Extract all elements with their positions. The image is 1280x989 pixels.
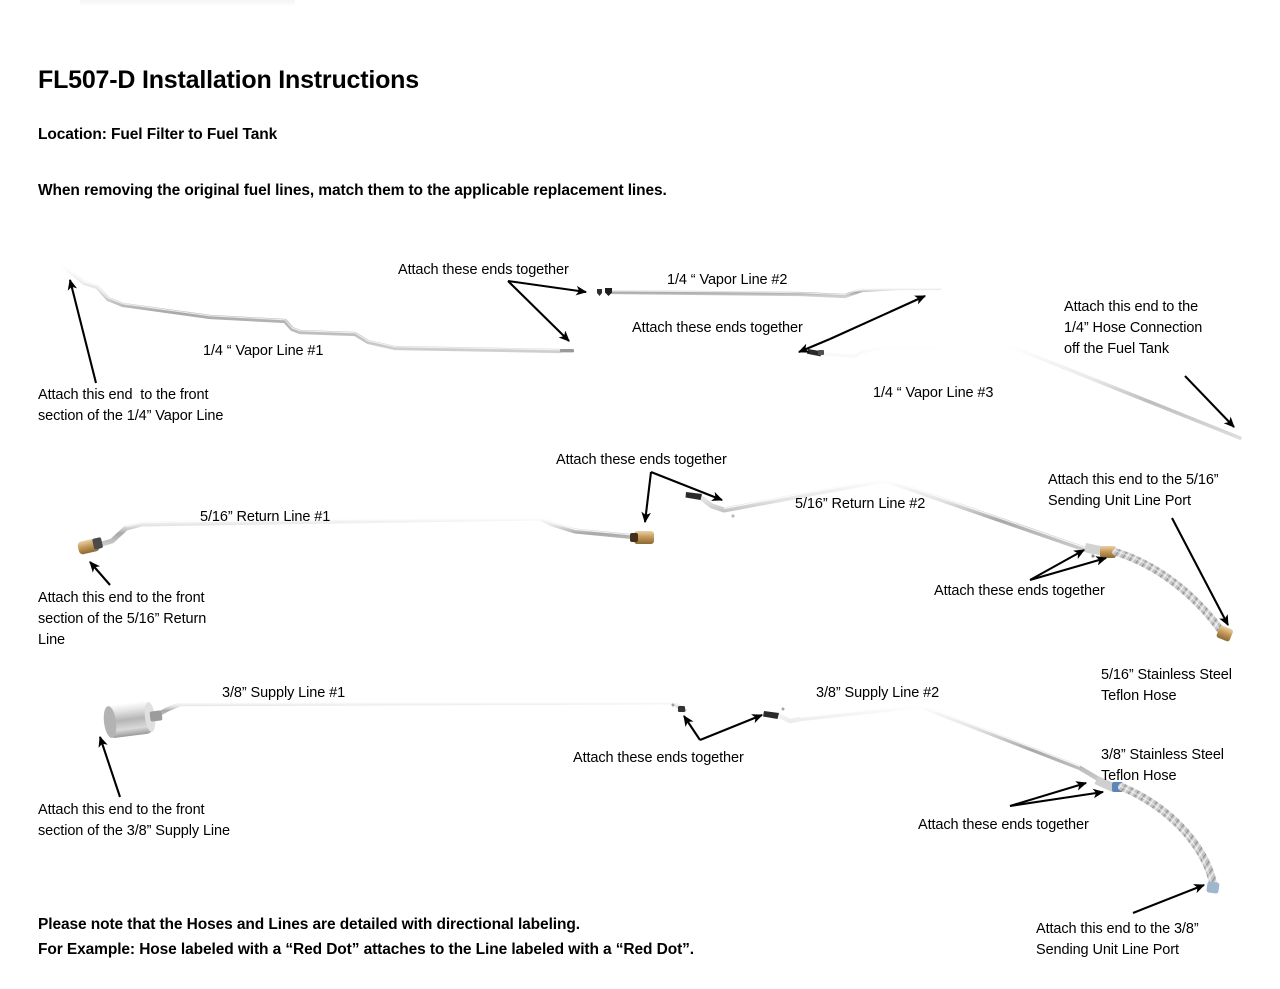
label-vapor-line-2: 1/4 “ Vapor Line #2 [667,272,788,288]
supply-line-1-right-fitting [671,703,685,712]
arrow-vapor-attach-2a [829,295,926,340]
arrow-supply-attach-1a [683,715,701,741]
teflon-hose-38-graphic [1118,783,1220,894]
footer-note-1: Please note that the Hoses and Lines are… [38,916,580,933]
location-line: Location: Fuel Filter to Fuel Tank [38,126,278,143]
arrow-return-attach-2a [1029,549,1085,581]
arrow-return-sending-unit [1171,517,1229,626]
callout-return-front: Attach this end to the front section of … [38,590,207,648]
arrow-return-front [89,561,111,586]
callout-return-sending-unit: Attach this end to the 5/16” Sending Uni… [1048,472,1219,509]
callout-vapor-tank: Attach this end to the 1/4” Hose Connect… [1064,299,1203,357]
return-line-1-graphic [77,515,654,555]
match-instruction: When removing the original fuel lines, m… [38,182,667,199]
teflon-hose-516-graphic [1112,548,1233,642]
arrow-vapor-front [67,278,98,384]
label-supply-line-2: 3/8” Supply Line #2 [816,685,940,701]
arrow-supply-attach-2a [1009,781,1088,808]
callout-return-attach-2: Attach these ends together [934,583,1105,599]
callout-supply-front: Attach this end to the front section of … [38,802,230,839]
teflon-hose-516-brass-fitting [1216,625,1233,642]
callout-vapor-front: Attach this end to the front section of … [38,387,224,424]
arrow-vapor-attach-1b [507,280,570,342]
arrow-supply-sending-unit [1132,884,1206,914]
label-hose-38: 3/8” Stainless Steel Teflon Hose [1101,747,1224,784]
vapor-line-3-end-fitting [807,349,824,357]
return-line-1-right-fitting [630,531,654,544]
label-return-line-2: 5/16” Return Line #2 [795,496,926,512]
label-supply-line-1: 3/8” Supply Line #1 [222,685,346,701]
return-line-1-left-fitting [77,537,103,555]
arrow-supply-attach-1b [699,714,764,741]
arrow-supply-front [98,735,121,798]
callout-supply-attach-2: Attach these ends together [918,817,1089,833]
supply-line-1-canister [103,701,163,738]
label-vapor-line-3: 1/4 “ Vapor Line #3 [873,385,994,401]
arrow-return-attach-2b [1029,556,1108,582]
supply-line-2-left-fitting [763,707,785,719]
arrow-vapor-tank [1184,375,1235,428]
arrow-supply-attach-2b [1009,788,1105,808]
callout-vapor-attach-1: Attach these ends together [398,262,569,278]
supply-line-2-graphic [763,703,1123,792]
vapor-line-2-end-fitting [597,288,612,296]
callout-return-attach-1: Attach these ends together [556,452,727,468]
arrow-return-attach-1b [650,471,724,501]
arrow-vapor-attach-1a [507,279,588,296]
scan-artifact [80,0,295,5]
callout-supply-attach-1: Attach these ends together [573,750,744,766]
page-title: FL507-D Installation Instructions [38,66,419,94]
arrow-return-attach-1a [641,471,653,524]
callout-supply-sending-unit: Attach this end to the 3/8” Sending Unit… [1036,921,1199,958]
arrow-vapor-attach-2b [797,338,831,353]
return-line-2-left-fitting [685,492,735,518]
callout-vapor-attach-2: Attach these ends together [632,320,803,336]
teflon-hose-38-end-fitting [1206,881,1220,894]
return-hose-coupling [1084,543,1116,558]
label-vapor-line-1: 1/4 “ Vapor Line #1 [203,343,324,359]
footer-note-2: For Example: Hose labeled with a “Red Do… [38,941,694,958]
label-return-line-1: 5/16” Return Line #1 [200,509,331,525]
label-hose-516: 5/16” Stainless Steel Teflon Hose [1101,667,1232,704]
supply-line-1-graphic [103,699,687,738]
